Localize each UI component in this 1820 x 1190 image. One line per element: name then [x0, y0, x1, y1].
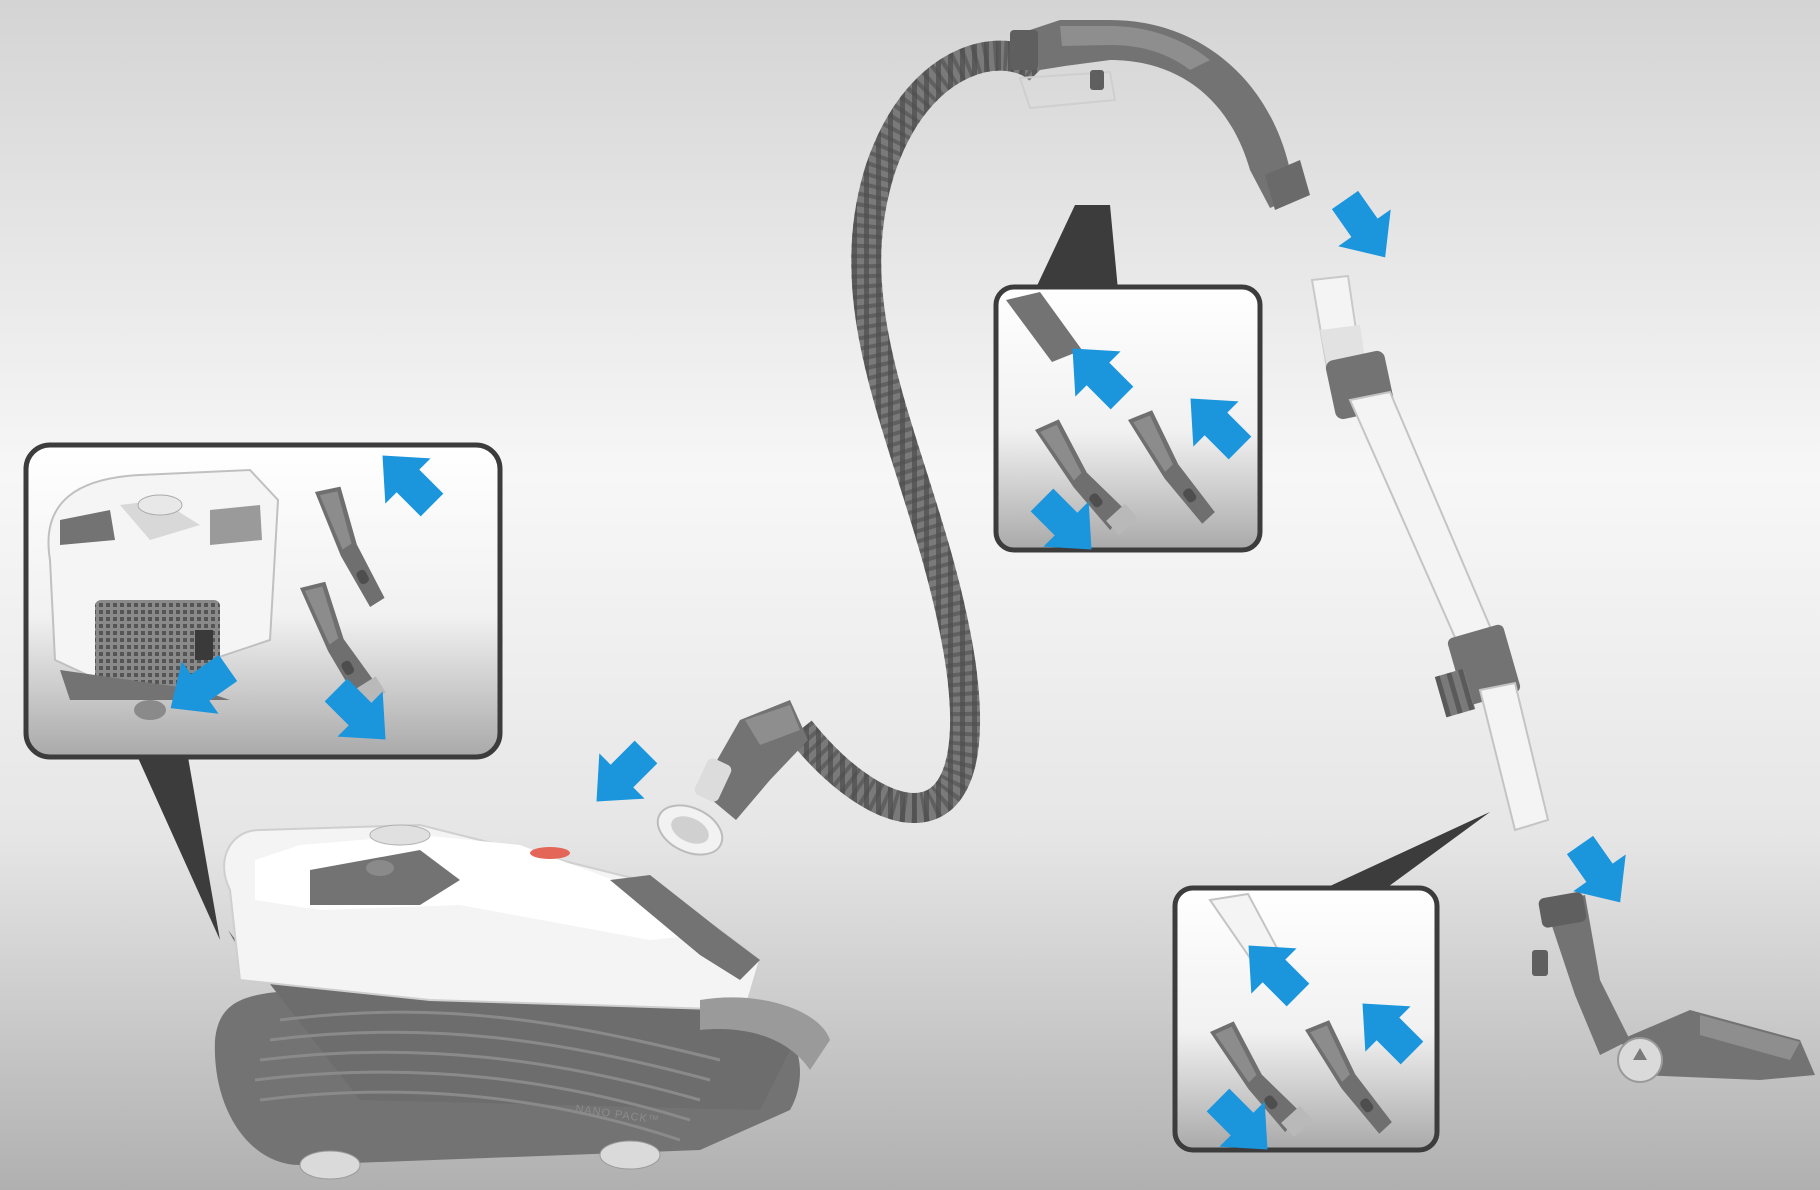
arrow-icon [574, 729, 669, 824]
vacuum-body: NANO PACK™ [215, 825, 830, 1179]
arrow-icon [1319, 182, 1412, 276]
hose-handle [1010, 20, 1310, 210]
floor-nozzle [1532, 891, 1815, 1082]
hose-connector [650, 700, 808, 864]
extension-tube [1312, 276, 1548, 830]
panel-handle-storage [996, 205, 1263, 572]
panel-tube-storage [1175, 812, 1490, 1172]
